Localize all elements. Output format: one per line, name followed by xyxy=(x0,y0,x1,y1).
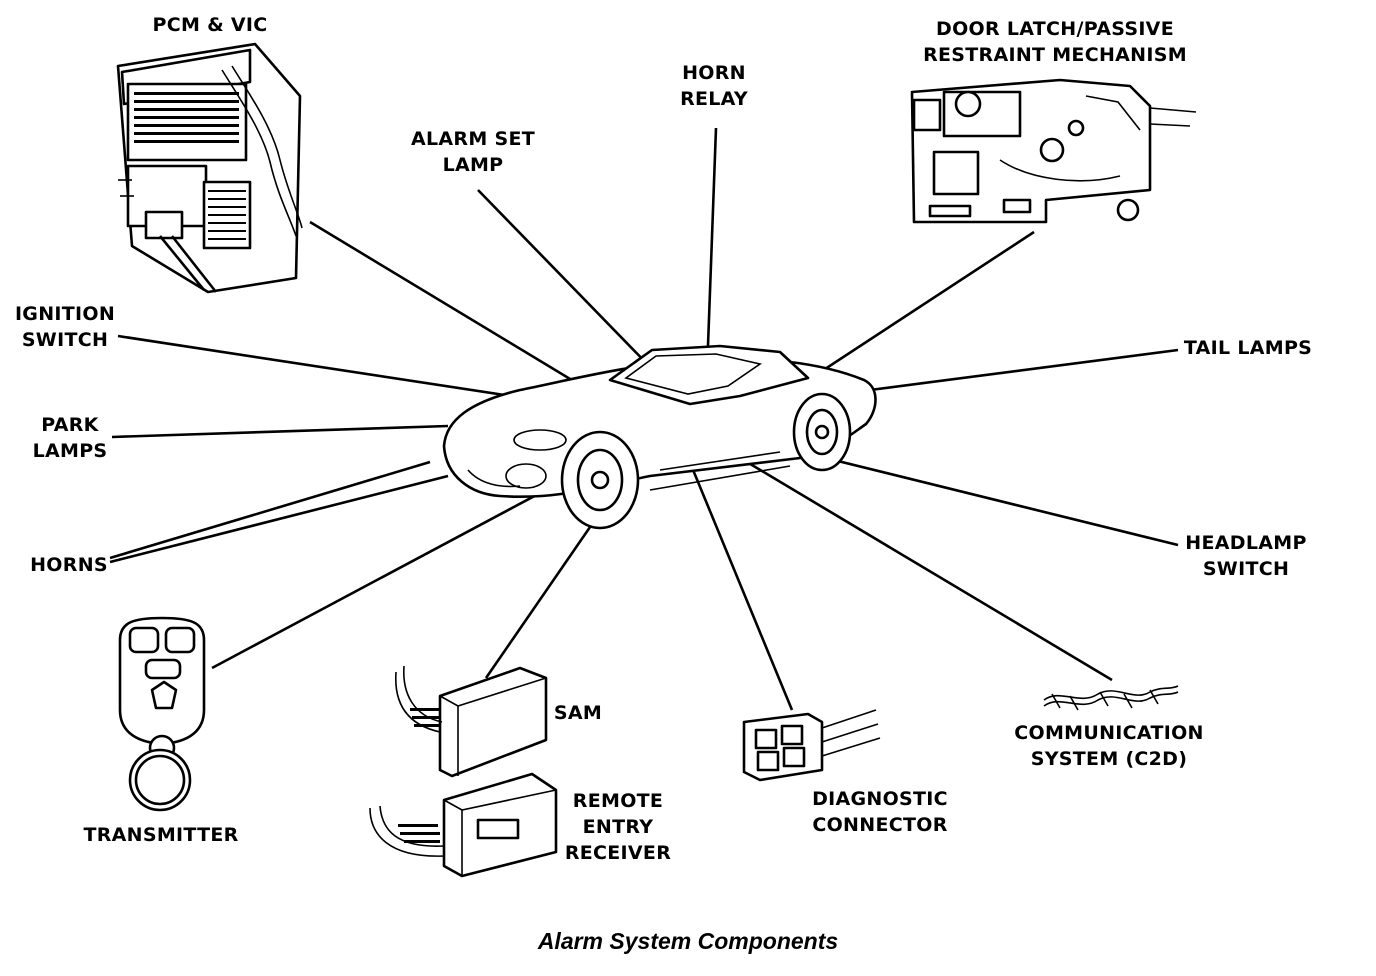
leader-communication-system xyxy=(699,432,1113,682)
label-ignition-switch: IGNITION SWITCH xyxy=(6,301,124,353)
label-park-lamps: PARK LAMPS xyxy=(22,412,118,464)
leader-park-lamps xyxy=(111,424,449,439)
leader-tail-lamps xyxy=(869,348,1179,392)
label-line: LAMPS xyxy=(32,440,108,462)
pcm-vic-module xyxy=(116,42,303,294)
leader-horns-2 xyxy=(109,474,449,564)
label-line: DIAGNOSTIC xyxy=(812,788,948,810)
label-line: ALARM SET xyxy=(411,128,535,150)
label-headlamp-switch: HEADLAMP SWITCH xyxy=(1176,530,1316,582)
leader-diagnostic-connector xyxy=(682,447,794,711)
diagnostic-connector-part xyxy=(742,709,881,782)
leader-door-latch xyxy=(789,230,1035,394)
label-tail-lamps: TAIL LAMPS xyxy=(1180,335,1316,361)
label-line: RECEIVER xyxy=(564,842,672,864)
transmitter-fob xyxy=(118,616,206,812)
label-pcm-vic: PCM & VIC xyxy=(136,12,284,38)
label-line: SAM xyxy=(553,702,603,724)
label-communication-system: COMMUNICATION SYSTEM (C2D) xyxy=(1000,720,1218,772)
label-line: RESTRAINT MECHANISM xyxy=(923,44,1187,66)
label-line: TAIL LAMPS xyxy=(1183,337,1313,359)
label-transmitter: TRANSMITTER xyxy=(78,822,244,848)
label-line: PCM & VIC xyxy=(152,14,268,36)
label-line: HORN xyxy=(682,62,746,84)
label-door-latch: DOOR LATCH/PASSIVE RESTRAINT MECHANISM xyxy=(900,16,1210,68)
sam-module xyxy=(394,665,548,778)
label-line: HEADLAMP xyxy=(1185,532,1307,554)
label-line: COMMUNICATION xyxy=(1014,722,1204,744)
leader-pcm-vic xyxy=(309,220,586,390)
label-remote-entry-receiver: REMOTE ENTRY RECEIVER xyxy=(560,788,676,866)
communication-system-part xyxy=(1043,685,1179,711)
remote-entry-receiver-module xyxy=(369,772,558,878)
label-line: DOOR LATCH/PASSIVE xyxy=(936,18,1174,40)
label-horn-relay: HORN RELAY xyxy=(664,60,764,112)
label-alarm-set-lamp: ALARM SET LAMP xyxy=(400,126,546,178)
label-line: SWITCH xyxy=(21,329,109,351)
label-line: LAMP xyxy=(442,154,504,176)
label-line: IGNITION xyxy=(14,303,116,325)
figure-caption: Alarm System Components xyxy=(537,928,839,954)
label-sam: SAM xyxy=(548,700,608,726)
label-line: SWITCH xyxy=(1202,558,1290,580)
label-line: TRANSMITTER xyxy=(83,824,239,846)
label-line: PARK xyxy=(41,414,99,436)
label-line: SYSTEM (C2D) xyxy=(1030,748,1188,770)
label-line: RELAY xyxy=(680,88,748,110)
label-diagnostic-connector: DIAGNOSTIC CONNECTOR xyxy=(800,786,960,838)
label-line: REMOTE xyxy=(572,790,664,812)
leader-lines xyxy=(109,127,1179,711)
car-illustration xyxy=(442,344,877,530)
leader-horns-1 xyxy=(109,460,431,560)
label-line: HORNS xyxy=(30,554,108,576)
label-horns: HORNS xyxy=(20,552,118,578)
door-latch-mechanism xyxy=(910,78,1197,224)
label-line: CONNECTOR xyxy=(812,814,948,836)
label-line: ENTRY xyxy=(582,816,654,838)
